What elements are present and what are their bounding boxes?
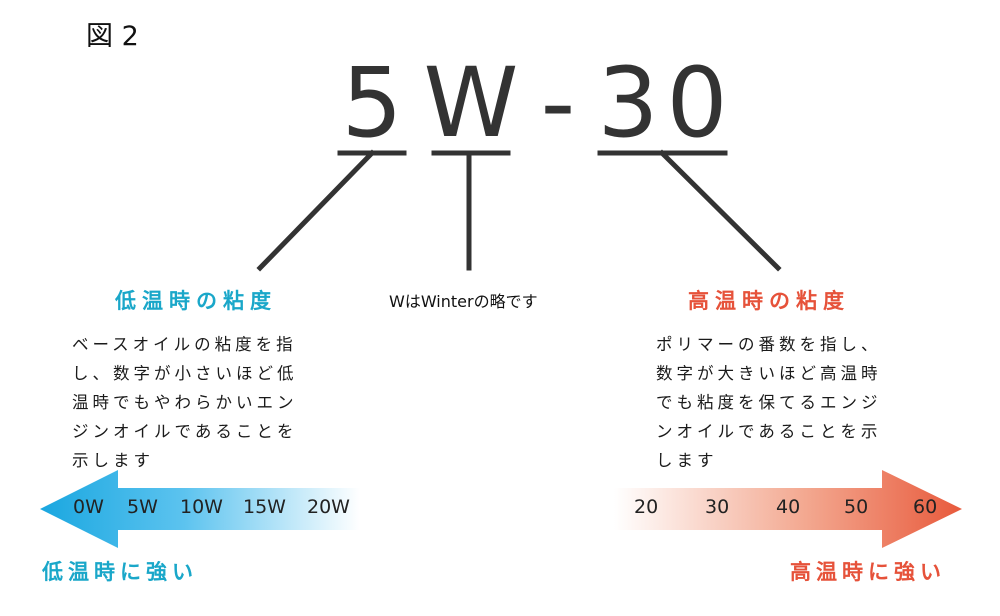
code-digit-5: 5 xyxy=(341,60,402,150)
description-line: でも粘度を保てるエンジ xyxy=(656,393,882,412)
description-line: 数字が大きいほど高温時 xyxy=(656,364,882,383)
scale-label: 30 xyxy=(705,496,730,518)
scale-label: 5W xyxy=(127,496,158,518)
low-temp-scale: 0W 5W 10W 15W 20W xyxy=(0,496,1000,524)
high-temp-description: ポリマーの番数を指し、 数字が大きいほど高温時 でも粘度を保てるエンジ ンオイル… xyxy=(656,330,882,475)
code-letter-w: W xyxy=(424,60,519,150)
description-line: します xyxy=(656,451,718,470)
connector-30 xyxy=(658,149,782,272)
high-temp-footer: 高温時に強い xyxy=(790,560,946,584)
connector-5 xyxy=(256,149,376,272)
low-temp-footer: 低温時に強い xyxy=(42,560,198,584)
scale-label: 15W xyxy=(243,496,286,518)
high-temp-scale: 20 30 40 50 60 xyxy=(0,496,1000,524)
high-temp-arrow xyxy=(614,470,962,548)
low-temp-description: ベースオイルの粘度を指 し、数字が小さいほど低 温時でもやわらかいエン ジンオイ… xyxy=(72,330,298,475)
description-line: 温時でもやわらかいエン xyxy=(72,393,298,412)
figure-label: 図 2 xyxy=(86,21,139,52)
description-line: し、数字が小さいほど低 xyxy=(72,364,298,383)
description-line: ベースオイルの粘度を指 xyxy=(72,335,297,354)
code-dash: - xyxy=(541,60,576,150)
description-line: ポリマーの番数を指し、 xyxy=(656,335,882,354)
code-digit-3: 3 xyxy=(597,60,658,150)
high-temp-heading: 高温時の粘度 xyxy=(688,289,850,313)
scale-label: 50 xyxy=(844,496,869,518)
w-note: WはWinterの略です xyxy=(389,292,538,311)
description-line: 示します xyxy=(72,451,154,470)
code-digit-0: 0 xyxy=(666,60,727,150)
low-temp-heading: 低温時の粘度 xyxy=(115,289,277,313)
description-line: ジンオイルであることを xyxy=(72,422,298,441)
viscosity-code: 5 W - 3 0 xyxy=(341,60,727,150)
scale-label: 10W xyxy=(180,496,223,518)
low-temp-arrow xyxy=(40,470,360,548)
scale-label: 60 xyxy=(913,496,938,518)
scale-label: 40 xyxy=(776,496,801,518)
scale-label: 20W xyxy=(307,496,350,518)
description-line: ンオイルであることを示 xyxy=(656,422,882,441)
scale-label: 0W xyxy=(73,496,104,518)
scale-label: 20 xyxy=(634,496,659,518)
